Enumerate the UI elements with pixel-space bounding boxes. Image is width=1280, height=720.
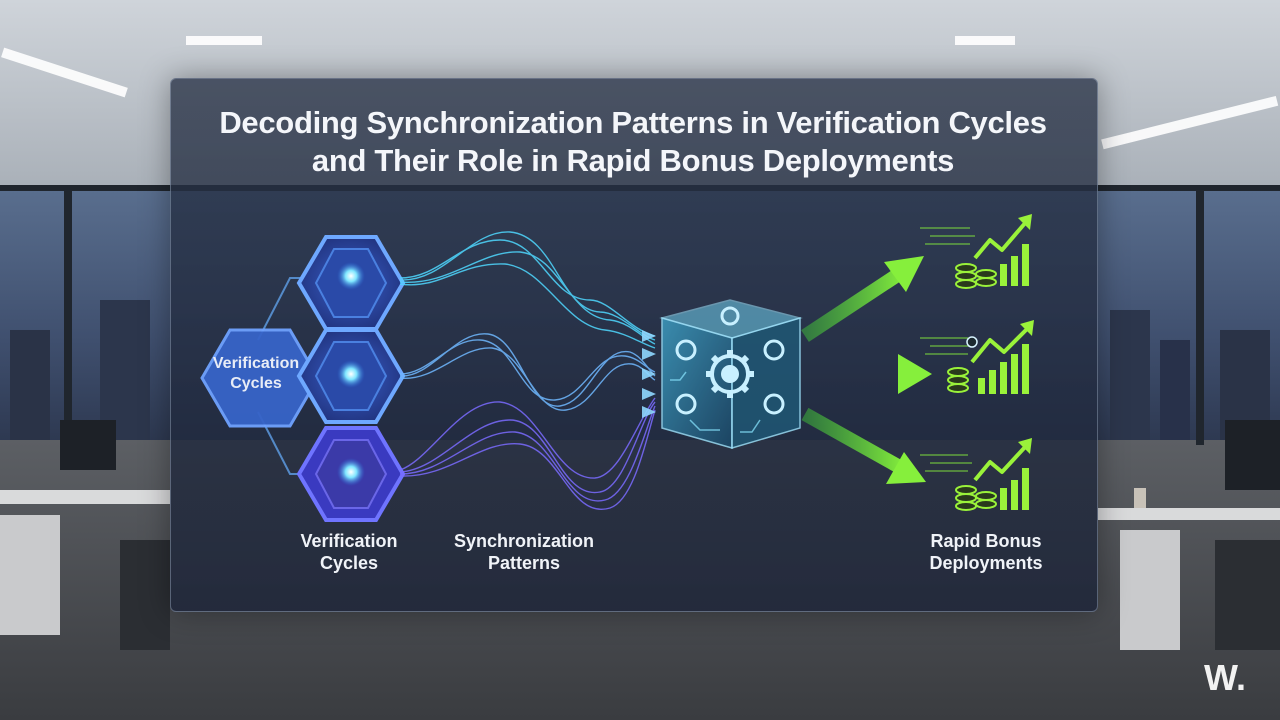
label-rapid-bonus-deployments: Rapid Bonus Deployments [929, 531, 1043, 573]
label-verification-cycles: Verification Cycles [300, 531, 398, 573]
output-arrow-middle [805, 354, 932, 394]
watermark-logo: W. [1204, 657, 1246, 698]
sync-wave-middle [399, 333, 656, 411]
growth-chart-icon [978, 244, 1029, 510]
sync-wave-bottom [399, 397, 656, 511]
hexagon-node-icon [296, 328, 406, 424]
hexagon-node-icon [296, 426, 406, 522]
sync-wave-top [399, 231, 656, 349]
output-arrow-top [801, 256, 924, 342]
hub-label: Verification Cycles [212, 355, 300, 392]
diagram-title: Decoding Synchronization Patterns in Ver… [219, 105, 1047, 178]
hexagon-node-icon [296, 235, 406, 331]
output-arrow-bottom [801, 407, 926, 484]
label-synchronization-patterns: Synchronization Patterns [453, 531, 594, 573]
hub-hexagon-icon [200, 328, 320, 428]
coin-stack-icon [947, 263, 997, 511]
gear-cube-icon [659, 299, 803, 450]
